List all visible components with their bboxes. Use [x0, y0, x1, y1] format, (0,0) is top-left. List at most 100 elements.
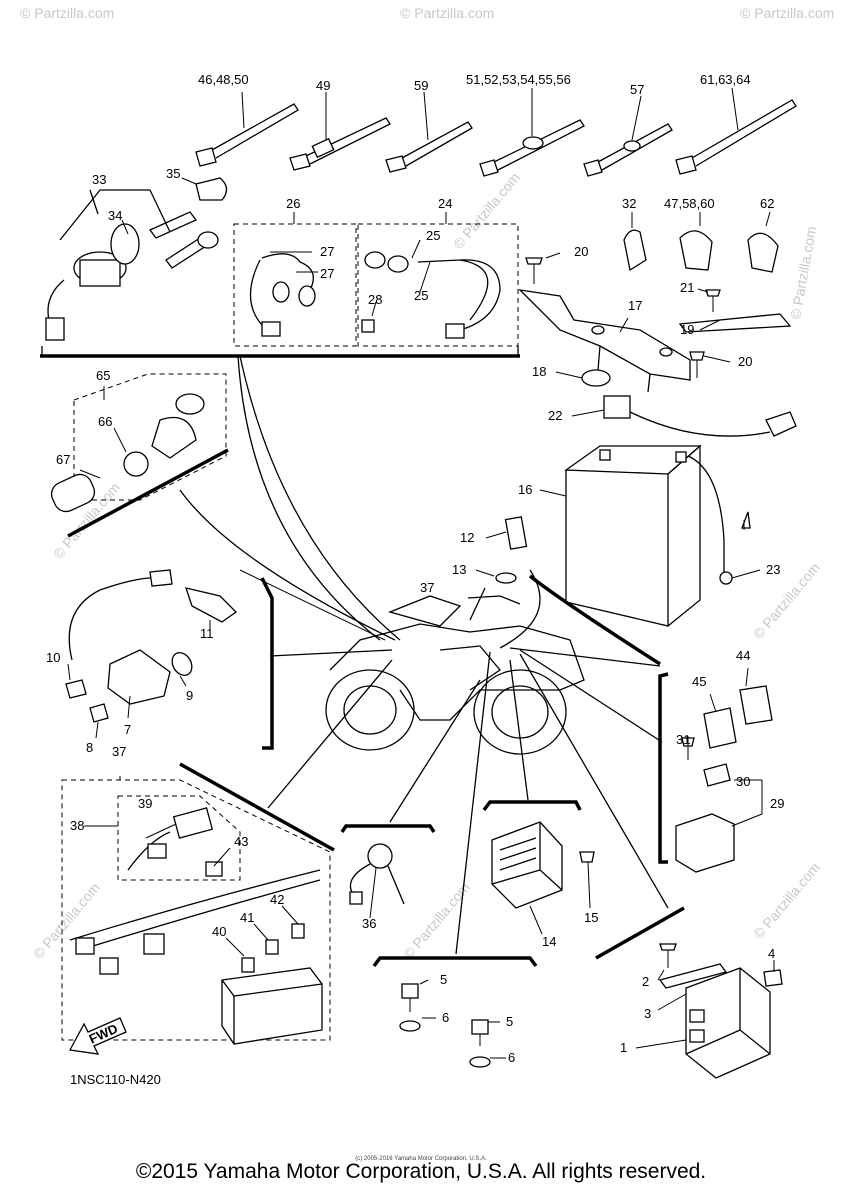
callout-37: 37 — [420, 580, 434, 595]
atv-silhouette — [325, 595, 585, 755]
leader-line — [519, 649, 663, 743]
rectifier-14 — [491, 821, 595, 909]
bracket-17 — [518, 289, 691, 393]
cable-tie-51 — [479, 88, 585, 177]
callout-7: 7 — [124, 722, 131, 737]
callout-25: 25 — [414, 288, 428, 303]
cable-tie-59 — [385, 91, 473, 173]
fwd-arrow-icon: FWD — [68, 1017, 127, 1055]
callout-19: 19 — [680, 322, 694, 337]
damper-18 — [581, 369, 611, 387]
cdi-unit-1 — [658, 943, 783, 1079]
main-switch-assembly — [45, 177, 228, 341]
callout-36: 36 — [362, 916, 376, 931]
callout-6: 6 — [508, 1050, 515, 1065]
callout-30: 30 — [736, 774, 750, 789]
callout-21: 21 — [680, 280, 694, 295]
callout-42: 42 — [270, 892, 284, 907]
callout-37: 37 — [112, 744, 126, 759]
fuse-box-40 — [221, 923, 323, 1045]
callout-15: 15 — [584, 910, 598, 925]
callout-4: 4 — [768, 946, 775, 961]
cable-tie-57 — [583, 95, 673, 177]
watermark-text: © Partzilla.com — [400, 879, 473, 962]
leader-line — [239, 355, 401, 641]
callout-45: 45 — [692, 674, 706, 689]
callout-20: 20 — [738, 354, 752, 369]
callout-33: 33 — [92, 172, 106, 187]
group-bar-65 — [67, 448, 229, 538]
sensor-36 — [349, 843, 405, 905]
callout-27: 27 — [320, 266, 334, 281]
cable-tie-46 — [195, 91, 299, 167]
watermark-text: © Partzilla.com — [750, 859, 823, 942]
leader-line — [267, 659, 393, 809]
diagram-code: 1NSC110-N420 — [70, 1072, 161, 1087]
group-box-37 — [61, 779, 331, 1041]
group-bar-5-6 — [372, 956, 538, 968]
socket-parts-66-67 — [50, 393, 205, 513]
callout-59: 59 — [414, 78, 428, 93]
callout-17: 17 — [628, 298, 642, 313]
callout-24: 24 — [438, 196, 452, 211]
callout-49: 49 — [316, 78, 330, 93]
wire-harness-37 — [69, 807, 321, 975]
relays-44-45 — [703, 685, 773, 749]
callout-44: 44 — [736, 648, 750, 663]
bolt-5-washer-6 — [399, 983, 491, 1068]
callout-10: 10 — [46, 650, 60, 665]
copyright-footer: ©2015 Yamaha Motor Corporation, U.S.A. A… — [135, 1160, 707, 1183]
callout-11: 11 — [200, 626, 214, 641]
callout-46: 46,48,50 — [198, 72, 249, 87]
callout-67: 67 — [56, 452, 70, 467]
callout-23: 23 — [766, 562, 780, 577]
sensor-12-13 — [495, 516, 528, 584]
leader-line — [455, 651, 491, 955]
callout-28: 28 — [368, 292, 382, 307]
fwd-label: FWD — [87, 1021, 120, 1047]
battery-16 — [564, 444, 702, 627]
callout-47: 47,58,60 — [664, 196, 715, 211]
watermark-text: © Partzilla.com — [400, 5, 494, 21]
group-bar-battery — [528, 574, 661, 666]
callout-25: 25 — [426, 228, 440, 243]
group-box-38 — [117, 795, 241, 881]
callout-labels: 1 2 3 4 5 5 6 6 7 8 9 10 11 12 13 14 15 … — [46, 72, 784, 1065]
copyright-small: (c) 2005-2016 Yamaha Motor Corporation, … — [355, 1156, 487, 1162]
callout-27: 27 — [320, 244, 334, 259]
leader-line — [519, 653, 669, 909]
label-leaders — [67, 211, 775, 1059]
cable-tie-49 — [289, 92, 391, 171]
group-bar-14 — [482, 800, 582, 812]
callout-13: 13 — [452, 562, 466, 577]
callout-66: 66 — [98, 414, 112, 429]
callout-31: 31 — [676, 732, 690, 747]
callout-5: 5 — [440, 972, 447, 987]
callout-12: 12 — [460, 530, 474, 545]
callout-35: 35 — [166, 166, 180, 181]
callout-8: 8 — [86, 740, 93, 755]
group-box-26 — [233, 223, 357, 347]
cable-tie-61 — [675, 87, 797, 175]
clamps-32-47-62 — [623, 229, 779, 273]
callout-1: 1 — [620, 1040, 627, 1055]
leader-line — [389, 679, 481, 823]
battery-cables-22-23 — [603, 395, 797, 585]
leader-line — [269, 649, 393, 657]
watermark-text: © Partzilla.com — [750, 559, 823, 642]
callout-9: 9 — [186, 688, 193, 703]
callout-41: 41 — [240, 910, 254, 925]
group-bar-relay — [658, 672, 669, 864]
callout-22: 22 — [548, 408, 562, 423]
callout-20: 20 — [574, 244, 588, 259]
callout-18: 18 — [532, 364, 546, 379]
callout-16: 16 — [518, 482, 532, 497]
wire-harness-24 — [361, 251, 501, 339]
callout-39: 39 — [138, 796, 152, 811]
group-bar-37 — [179, 762, 335, 852]
group-bar-36 — [340, 824, 436, 833]
group-bar-coil — [260, 577, 274, 750]
watermark-text: © Partzilla.com — [787, 225, 819, 321]
callout-57: 57 — [630, 82, 644, 97]
